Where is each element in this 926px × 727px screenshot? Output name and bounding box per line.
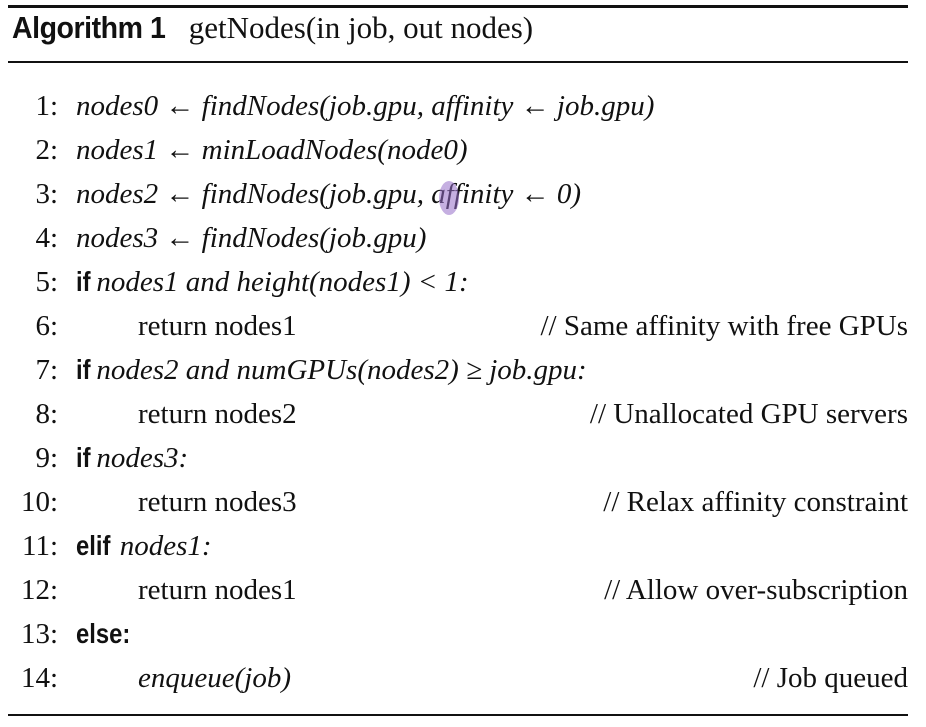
line-code: elif nodes1:	[76, 530, 212, 563]
algorithm-line: 9: if nodes3:	[0, 442, 908, 482]
keyword-if: if	[76, 442, 91, 473]
line-comment: // Relax affinity constraint	[603, 486, 908, 518]
line-number: 7:	[35, 354, 58, 386]
line-comment: // Unallocated GPU servers	[589, 398, 908, 430]
top-rule	[8, 5, 908, 8]
algorithm-line: 7: if nodes2 and numGPUs(nodes2) ≥ job.g…	[0, 354, 908, 394]
algorithm-caption: Algorithm 1 getNodes(in job, out nodes)	[12, 10, 533, 46]
caption-rule	[8, 61, 908, 63]
keyword-if: if	[76, 266, 91, 297]
algorithm-line: 5: if nodes1 and height(nodes1) < 1:	[0, 266, 908, 306]
line-code: else:	[76, 618, 136, 651]
line-code: nodes1 ← minLoadNodes(node0)	[76, 134, 468, 166]
algorithm-line: 12: return nodes1 // Allow over-subscrip…	[0, 574, 908, 614]
condition: nodes2 and numGPUs(nodes2) ≥ job.gpu:	[96, 354, 587, 386]
line-code: return nodes2	[138, 398, 297, 430]
algorithm-label: Algorithm 1	[12, 10, 166, 45]
algorithm-line: 1: nodes0 ← findNodes(job.gpu, affinity …	[0, 90, 908, 130]
keyword-else: else:	[76, 618, 131, 649]
keyword-elif: elif	[76, 530, 111, 561]
algorithm-line: 13: else:	[0, 618, 908, 658]
annotation-highlight	[439, 181, 459, 215]
algorithm-line: 14: enqueue(job) // Job queued	[0, 662, 908, 702]
algorithm-line: 3: nodes2 ← findNodes(job.gpu, affinity …	[0, 178, 908, 218]
line-number: 12:	[20, 574, 58, 606]
algorithm-signature: getNodes(in job, out nodes)	[188, 10, 534, 45]
line-comment: // Same affinity with free GPUs	[540, 310, 908, 342]
line-number: 14:	[20, 662, 58, 694]
condition: nodes3:	[96, 442, 189, 474]
line-number: 11:	[22, 530, 58, 562]
line-code: nodes0 ← findNodes(job.gpu, affinity ← j…	[76, 90, 655, 122]
line-code: if nodes2 and numGPUs(nodes2) ≥ job.gpu:	[76, 354, 587, 387]
keyword-if: if	[76, 354, 91, 385]
algorithm-line: 8: return nodes2 // Unallocated GPU serv…	[0, 398, 908, 438]
bottom-rule	[8, 714, 908, 716]
line-number: 10:	[20, 486, 58, 518]
line-code: return nodes3	[138, 486, 297, 518]
condition: nodes1:	[119, 530, 212, 562]
line-code: if nodes3:	[76, 442, 188, 475]
line-code: enqueue(job)	[138, 662, 291, 694]
algorithm-line: 11: elif nodes1:	[0, 530, 908, 570]
algorithm-line: 6: return nodes1 // Same affinity with f…	[0, 310, 908, 350]
line-comment: // Allow over-subscription	[604, 574, 908, 606]
line-number: 5:	[35, 266, 58, 298]
line-code: return nodes1	[138, 574, 297, 606]
line-code: nodes3 ← findNodes(job.gpu)	[76, 222, 427, 254]
line-number: 2:	[35, 134, 58, 166]
line-code: nodes2 ← findNodes(job.gpu, affinity ← 0…	[76, 178, 582, 210]
line-code: if nodes1 and height(nodes1) < 1:	[76, 266, 469, 299]
line-number: 9:	[35, 442, 58, 474]
algorithm-line: 10: return nodes3 // Relax affinity cons…	[0, 486, 908, 526]
line-number: 8:	[35, 398, 58, 430]
line-number: 13:	[20, 618, 58, 650]
line-number: 1:	[35, 90, 58, 122]
line-code: return nodes1	[138, 310, 297, 342]
line-number: 3:	[35, 178, 58, 210]
line-number: 4:	[35, 222, 58, 254]
algorithm-line: 2: nodes1 ← minLoadNodes(node0)	[0, 134, 908, 174]
line-number: 6:	[35, 310, 58, 342]
algorithm-line: 4: nodes3 ← findNodes(job.gpu)	[0, 222, 908, 262]
condition: nodes1 and height(nodes1) < 1:	[96, 266, 469, 298]
line-comment: // Job queued	[753, 662, 908, 694]
